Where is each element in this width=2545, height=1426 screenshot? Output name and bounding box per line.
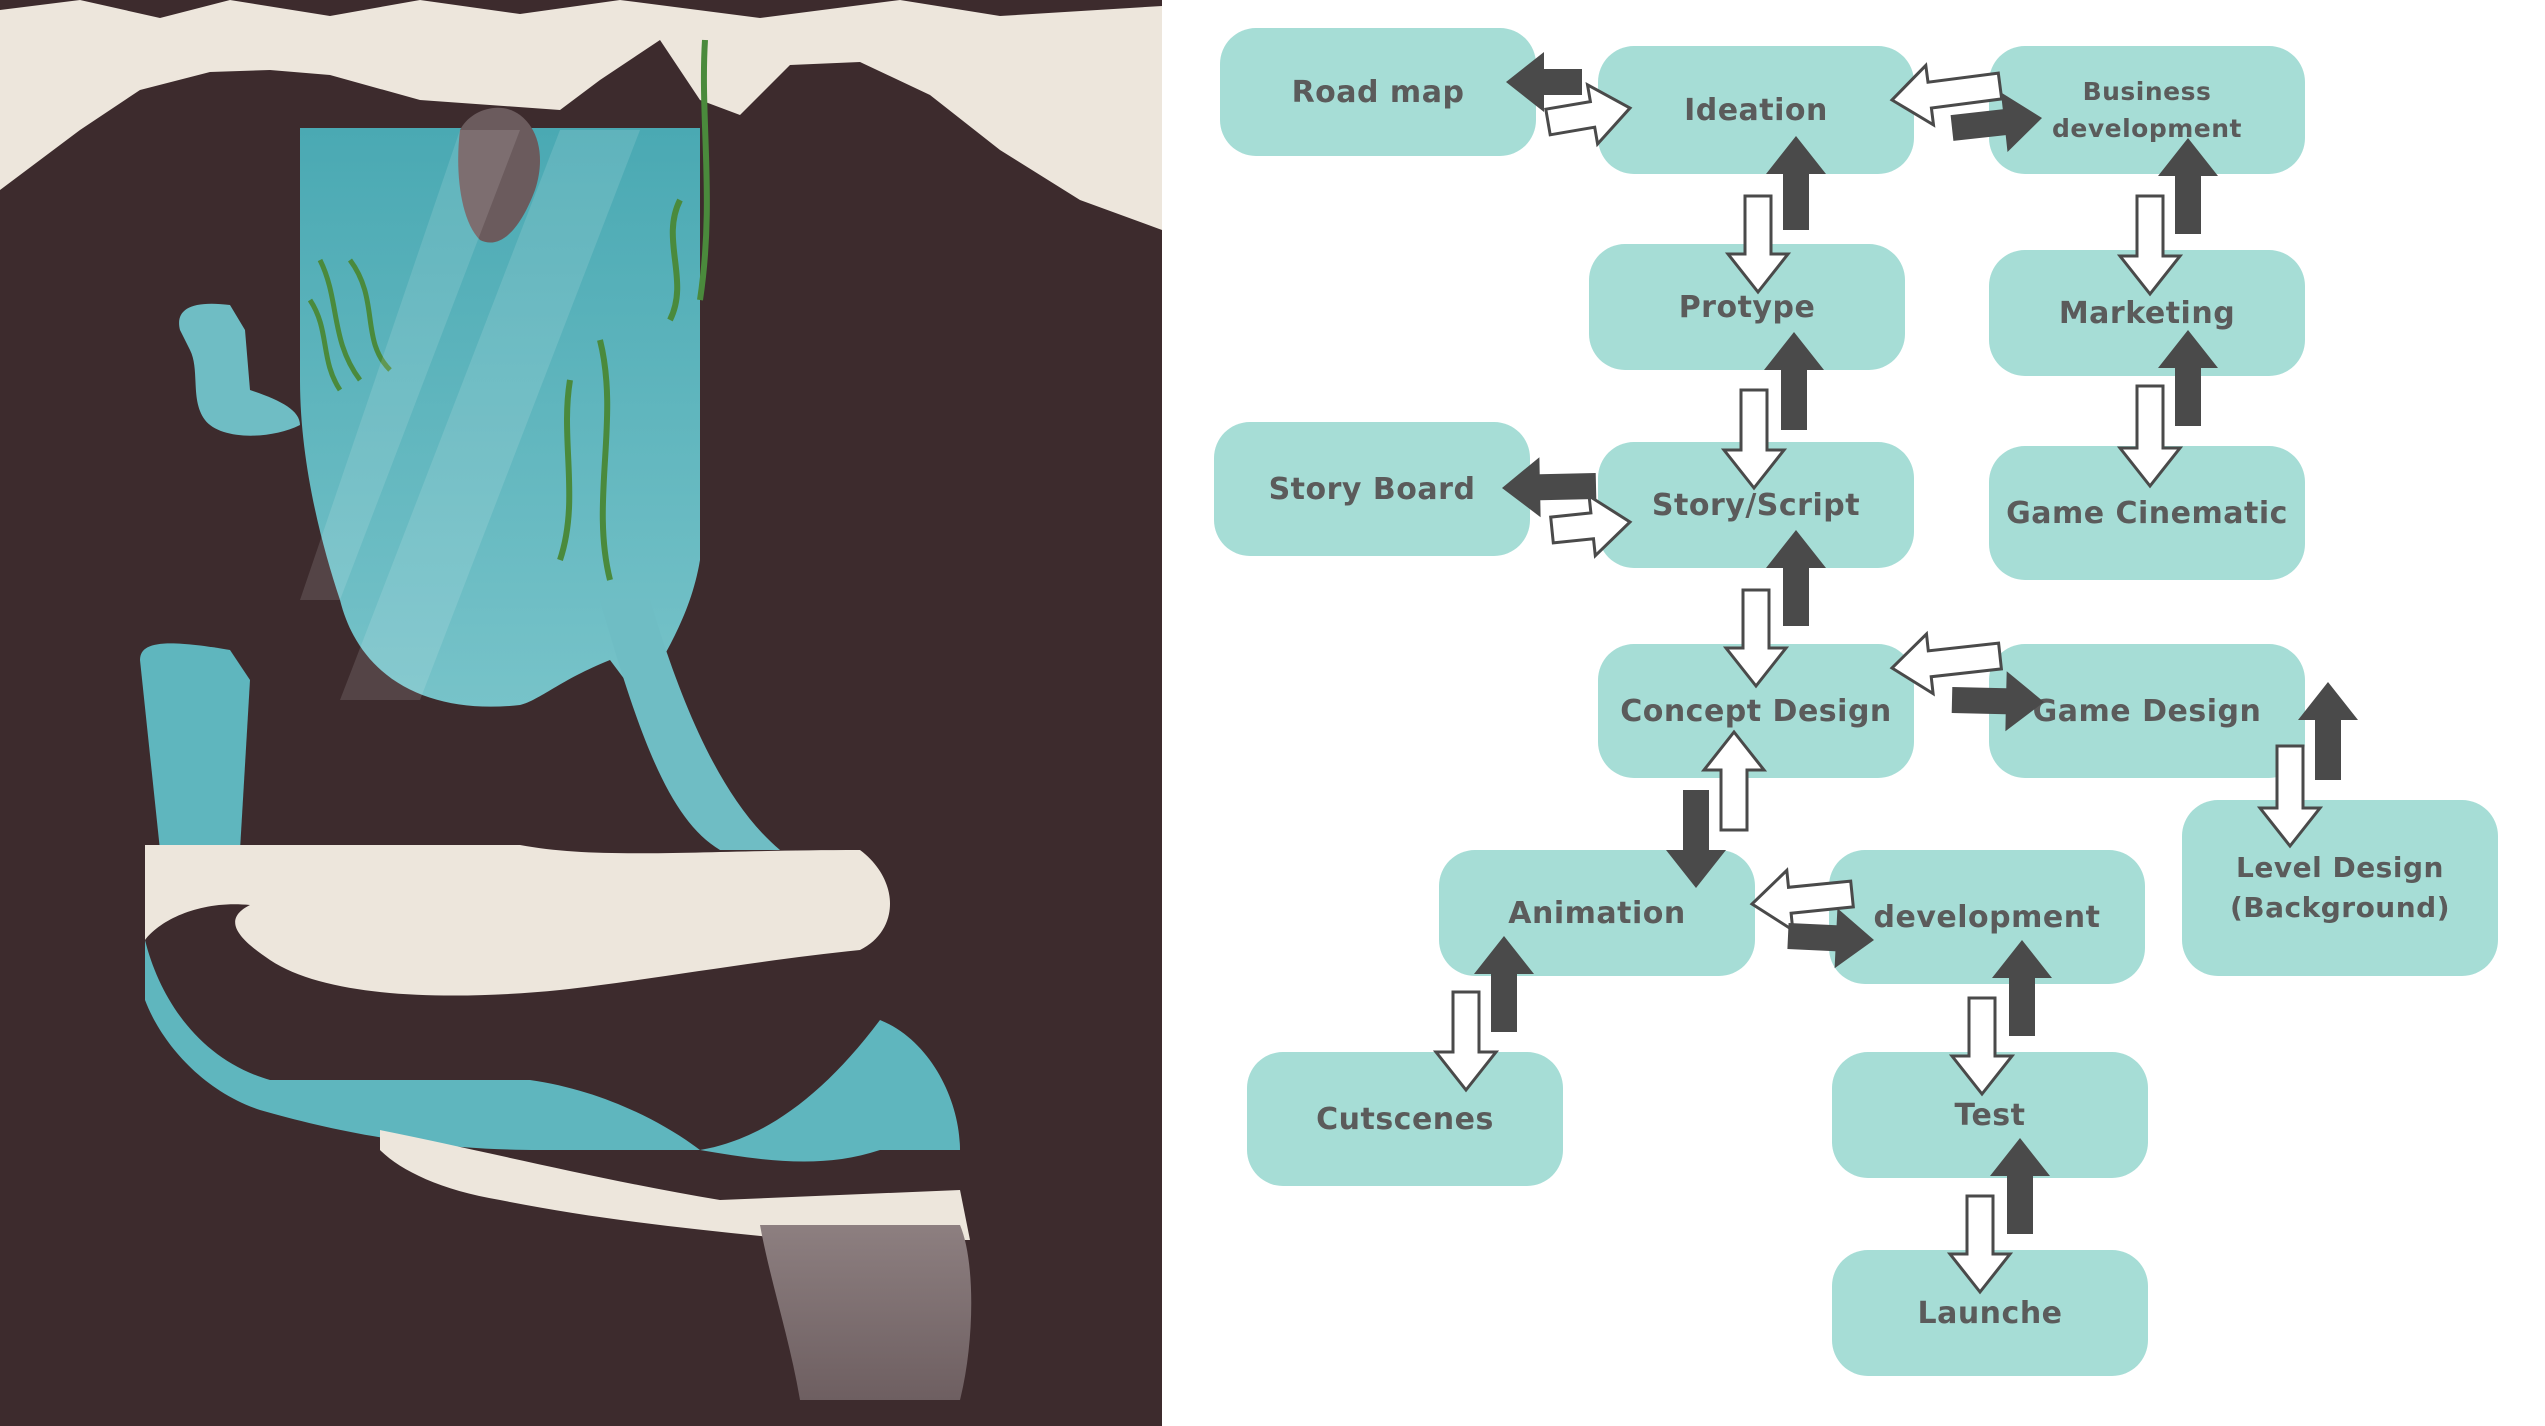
node-ideation-label: Ideation xyxy=(1684,92,1828,128)
node-road-map-label: Road map xyxy=(1291,74,1465,110)
left-tunnel-water xyxy=(140,643,250,850)
node-game-design: Game Design xyxy=(1989,644,2305,778)
node-story-script-label: Story/Script xyxy=(1651,487,1861,523)
node-test-label: Test xyxy=(1954,1097,2026,1133)
cave-flow-illustration xyxy=(0,0,1162,1426)
water-side-pocket xyxy=(179,303,300,436)
seaweed-left xyxy=(307,258,392,392)
node-level-design-label: Level Design (Background) xyxy=(2229,851,2451,924)
node-business-development-label: Business development xyxy=(2052,77,2242,143)
node-story-board: Story Board xyxy=(1214,422,1530,556)
light-rays xyxy=(300,130,640,700)
sky-sand-area xyxy=(0,0,1162,230)
node-game-design-label: Game Design xyxy=(2032,693,2262,729)
node-animation-label: Animation xyxy=(1508,895,1686,931)
lower-water-band xyxy=(145,940,960,1162)
middle-sand-band xyxy=(145,845,890,996)
node-development-label: development xyxy=(1873,899,2101,935)
node-animation: Animation xyxy=(1439,850,1755,976)
node-protype: Protype xyxy=(1589,244,1905,370)
node-development: development xyxy=(1829,850,2145,984)
node-launche-label: Launche xyxy=(1917,1295,2063,1331)
arrow-level-to-game-design xyxy=(2298,682,2358,780)
node-cutscenes-label: Cutscenes xyxy=(1316,1101,1494,1137)
node-concept-design-label: Concept Design xyxy=(1620,693,1892,729)
rock-island xyxy=(458,107,540,243)
node-test: Test xyxy=(1832,1052,2148,1178)
node-cutscenes: Cutscenes xyxy=(1247,1052,1563,1186)
node-protype-label: Protype xyxy=(1678,289,1816,325)
node-business-development: Business development xyxy=(1989,46,2305,174)
node-marketing: Marketing xyxy=(1989,250,2305,376)
node-story-script: Story/Script xyxy=(1598,442,1914,568)
node-game-cinematic: Game Cinematic xyxy=(1989,446,2305,580)
bottom-dark-pool xyxy=(760,1225,972,1400)
main-pool-water xyxy=(300,128,700,707)
node-game-cinematic-label: Game Cinematic xyxy=(2006,495,2288,531)
node-concept-design: Concept Design xyxy=(1598,644,1914,778)
node-launche: Launche xyxy=(1832,1250,2148,1376)
seaweed-right xyxy=(557,39,710,581)
game-development-flowchart: Road map Ideation Business development P… xyxy=(1162,0,2545,1426)
node-ideation: Ideation xyxy=(1598,46,1914,174)
node-road-map: Road map xyxy=(1220,28,1536,156)
lower-sand-band xyxy=(380,1130,970,1240)
node-marketing-label: Marketing xyxy=(2058,295,2236,331)
node-story-board-label: Story Board xyxy=(1268,471,1476,507)
water-stream-down xyxy=(600,600,780,850)
node-level-design: Level Design (Background) xyxy=(2182,800,2498,976)
